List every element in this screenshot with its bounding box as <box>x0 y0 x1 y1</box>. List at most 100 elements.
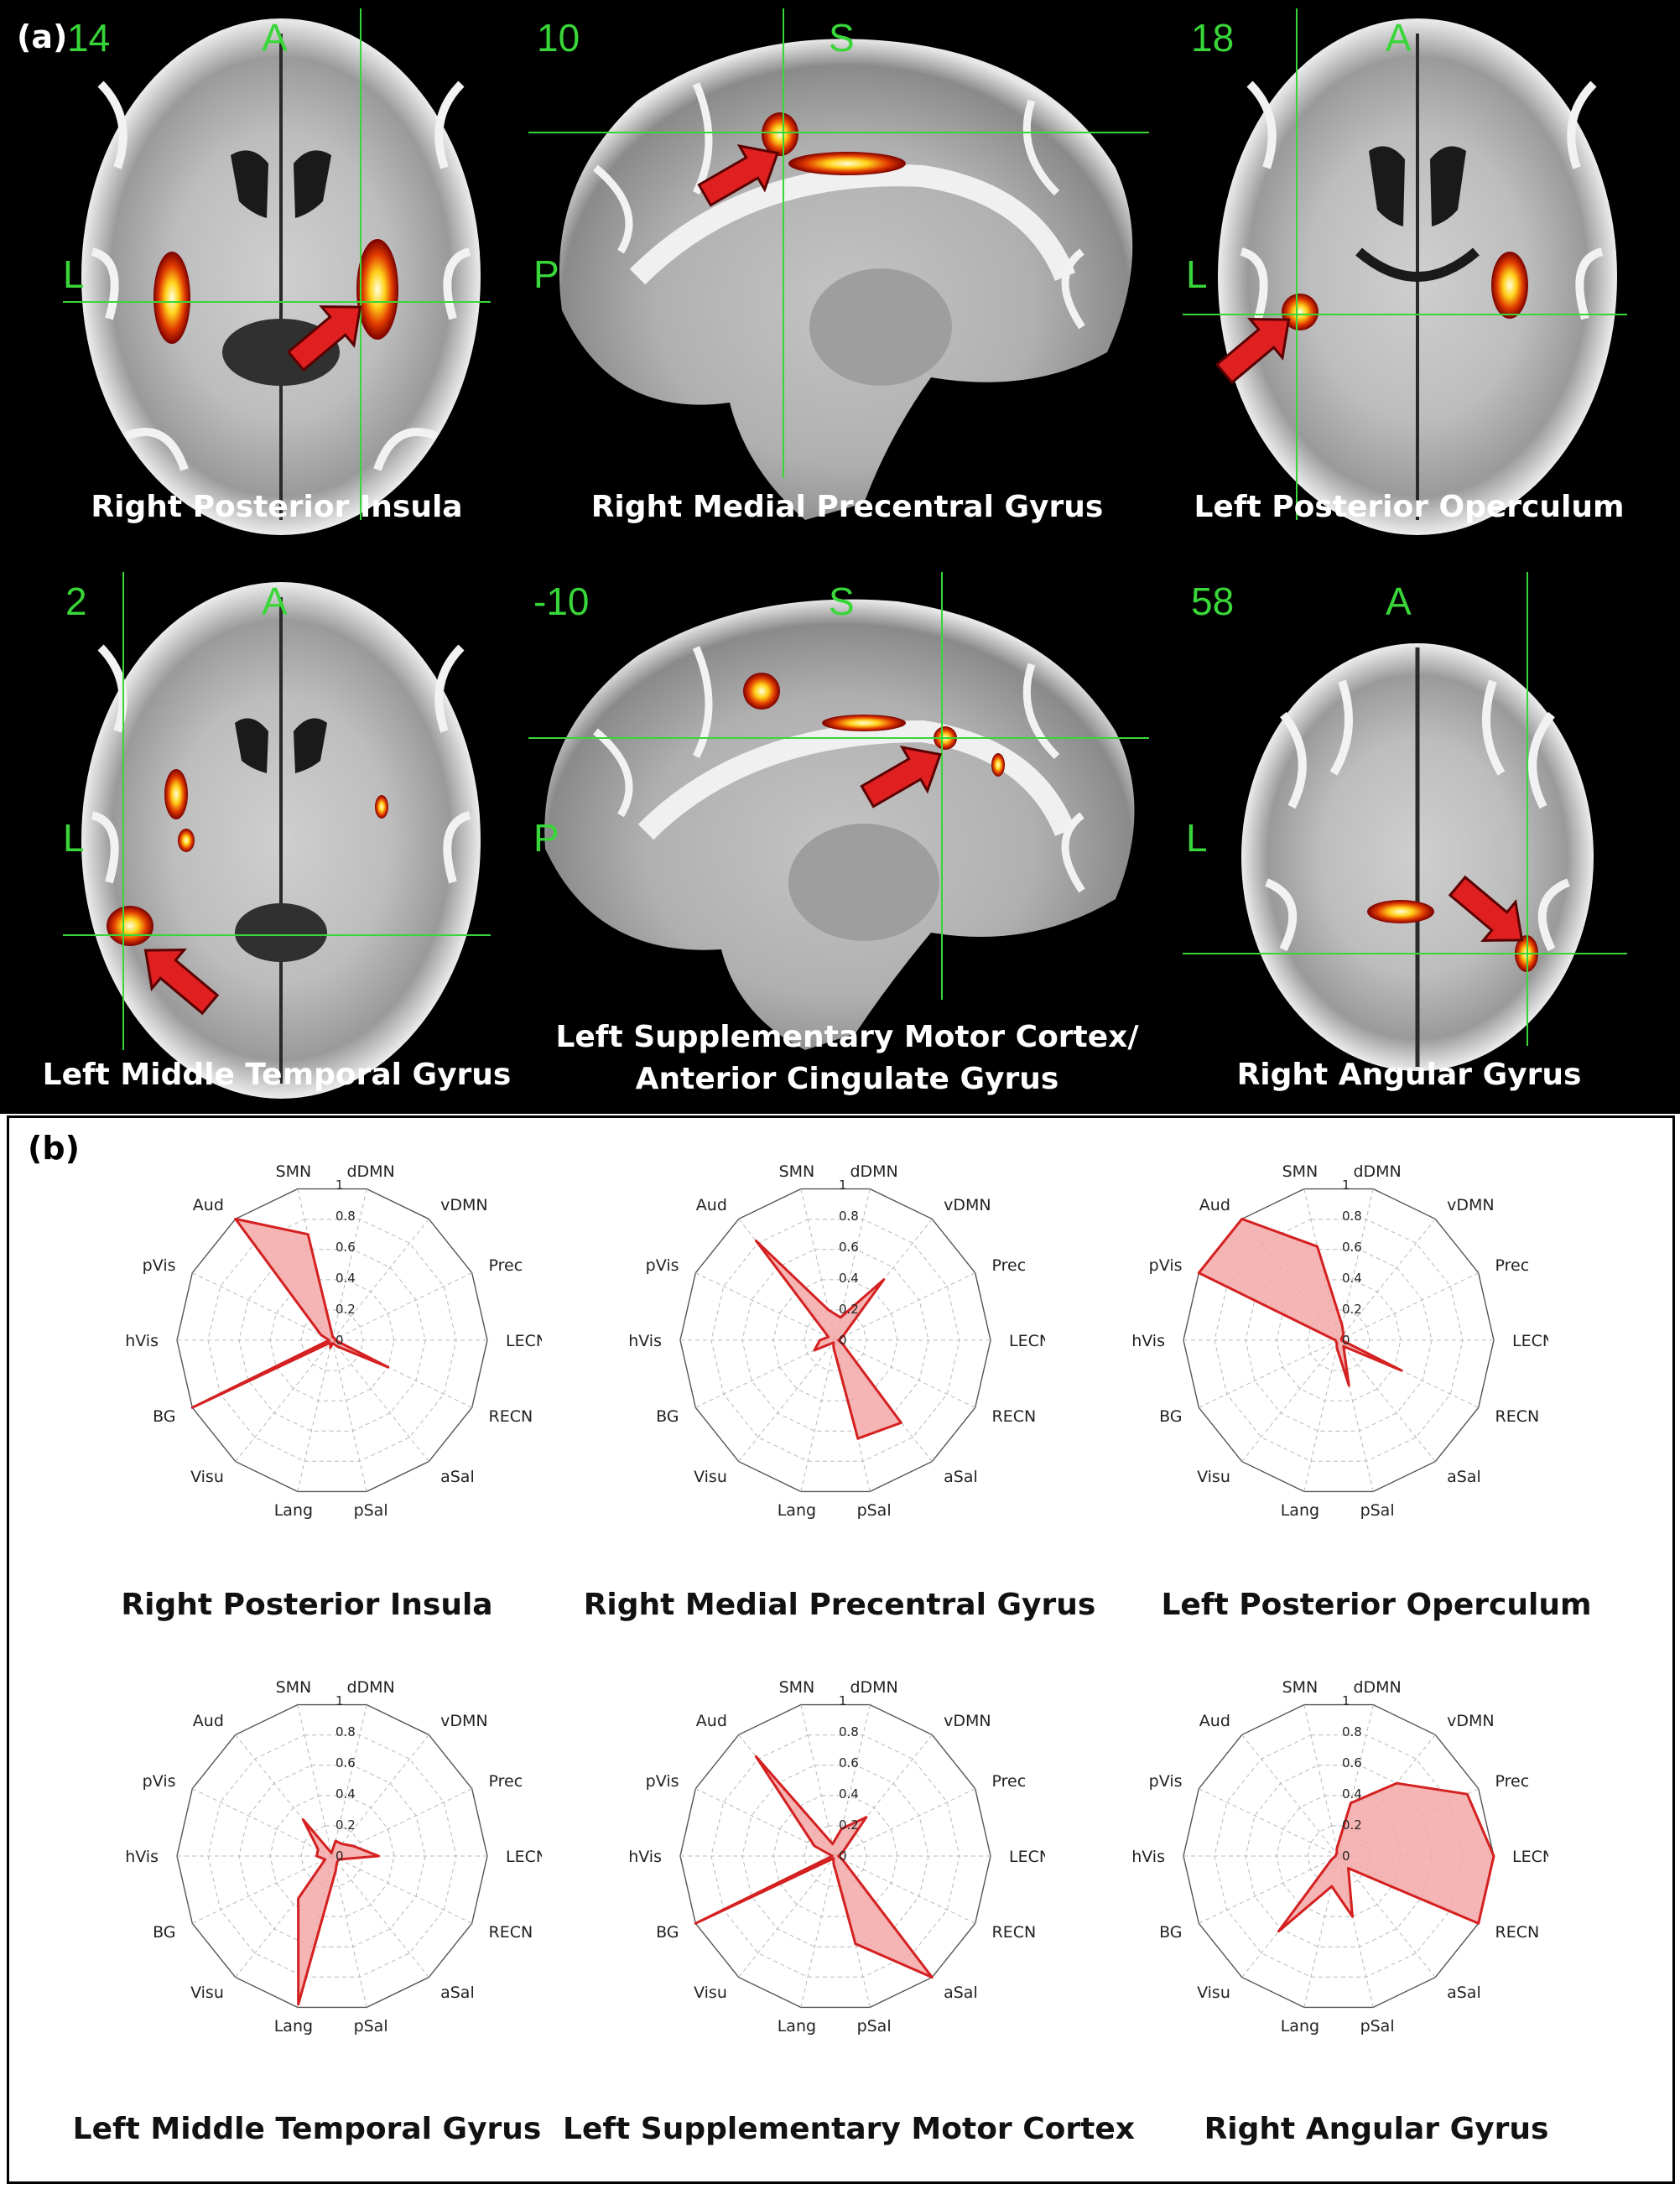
activation-blob <box>164 769 188 819</box>
radar-tick-label: 1 <box>1342 1178 1350 1193</box>
radar-series-polygon <box>1197 1217 1403 1387</box>
brain-tile-left-supplementary-motor-cortex: -10 S P Left Supplementary Motor Cortex/… <box>528 564 1166 1114</box>
radar-spoke <box>331 1788 472 1857</box>
radar-series-polygon <box>1277 1781 1495 1933</box>
red-arrow-icon <box>697 143 779 207</box>
radar-spoke <box>331 1188 367 1341</box>
radar-spoke <box>331 1272 472 1341</box>
radar-grid-ring <box>1183 1703 1495 2009</box>
radar-axis-label: Prec <box>489 1772 523 1791</box>
activation-blob <box>743 673 780 710</box>
slice-number: 14 <box>67 16 111 60</box>
radar-axis-label: BG <box>153 1407 175 1426</box>
radar-spoke <box>331 1339 429 1462</box>
radar-axis-label: pVis <box>646 1772 679 1791</box>
radar-axis-label: pVis <box>1149 1256 1183 1275</box>
radar-axis-label: RECN <box>992 1923 1037 1942</box>
radar-axis-label: aSal <box>1447 1984 1481 2002</box>
radar-tick-label: 0.8 <box>839 1209 859 1224</box>
radar-axis-label: Lang <box>1281 2017 1319 2036</box>
radar-axis-label: pVis <box>646 1256 679 1275</box>
radar-grid-ring <box>269 1795 395 1917</box>
radar-tick-label: 1 <box>839 1693 847 1708</box>
radar-series-polygon <box>297 1818 380 2006</box>
radar-tick-label: 0.8 <box>839 1724 859 1739</box>
brain-slice-image <box>63 8 491 535</box>
radar-tick-label: 0.6 <box>335 1755 356 1770</box>
radar-spoke <box>695 1272 836 1341</box>
radar-axis-label: Visu <box>694 1468 727 1486</box>
radar-axis-label: LECN <box>1009 1332 1045 1350</box>
activation-blob <box>153 252 190 344</box>
radar-axis-label: dDMN <box>850 1678 897 1697</box>
radar-spoke <box>297 1704 333 1857</box>
radar-axis-label: BG <box>1159 1407 1182 1426</box>
radar-spoke <box>695 1788 836 1857</box>
orientation-left-label: P <box>533 816 559 860</box>
radar-spoke <box>1338 1855 1436 1978</box>
brain-slice-image <box>63 572 491 1099</box>
radar-axis-label: vDMN <box>944 1196 991 1214</box>
radar-axis-label: aSal <box>944 1984 978 2002</box>
activation-blob <box>1367 900 1434 923</box>
orientation-left-label: P <box>533 252 559 296</box>
radar-axis-label: Lang <box>274 1501 313 1520</box>
radar-axis-label: BG <box>656 1923 679 1942</box>
slice-number: 18 <box>1191 16 1235 60</box>
radar-grid-ring <box>679 1188 991 1493</box>
radar-spoke <box>331 1219 429 1341</box>
radar-spoke <box>738 1339 836 1462</box>
radar-spoke <box>1241 1734 1339 1857</box>
radar-spoke <box>1338 1339 1436 1462</box>
tile-caption: Left Middle Temporal Gyrus <box>42 1058 512 1092</box>
radar-axis-label: pSal <box>354 2017 388 2036</box>
red-arrow-icon <box>143 949 220 1016</box>
red-arrow-icon <box>1214 318 1291 385</box>
radar-spoke <box>331 1339 367 1492</box>
radar-axis-label: hVis <box>1131 1848 1165 1866</box>
radar-axis-label: pSal <box>354 1501 388 1520</box>
radar-spoke <box>1199 1339 1339 1408</box>
chart-caption: Left Middle Temporal Gyrus <box>72 2112 542 2146</box>
radar-axis-label: Visu <box>1197 1468 1230 1486</box>
radar-tick-label: 1 <box>335 1178 344 1193</box>
radar-tick-label: 0.4 <box>1342 1271 1362 1286</box>
tile-caption: Left Posterior Operculum <box>1194 490 1625 524</box>
radar-axis-label: hVis <box>1131 1332 1165 1350</box>
radar-axis-label: dDMN <box>850 1162 897 1181</box>
radar-tick-label: 0.4 <box>335 1786 356 1802</box>
radar-axis-label: LECN <box>506 1332 542 1350</box>
radar-axis-label: SMN <box>276 1678 312 1697</box>
chart-caption: Left Supplementary Motor Cortex <box>563 2112 1135 2146</box>
radar-axis-label: aSal <box>440 1468 475 1486</box>
radar-axis-label: vDMN <box>944 1712 991 1730</box>
radar-spoke <box>835 1855 975 1924</box>
radar-spoke <box>1303 1339 1339 1492</box>
radar-spoke <box>192 1788 333 1857</box>
radar-axis-label: Aud <box>193 1712 224 1730</box>
radar-tick-label: 0.8 <box>1342 1724 1362 1739</box>
radar-series-polygon <box>694 1755 934 1979</box>
radar-grid-ring <box>1276 1279 1402 1401</box>
radar-spoke <box>1338 1219 1436 1341</box>
activation-blob <box>1491 252 1528 319</box>
tile-caption: Right Medial Precentral Gyrus <box>590 490 1104 524</box>
radar-spoke <box>1338 1188 1374 1341</box>
activation-blob <box>762 112 798 156</box>
panel-b-label: (b) <box>28 1130 80 1167</box>
radar-axis-label: LECN <box>506 1848 542 1866</box>
chart-caption: Left Posterior Operculum <box>1161 1588 1592 1622</box>
radar-axis-label: Lang <box>778 1501 816 1520</box>
radar-grid-ring <box>1183 1188 1495 1493</box>
radar-axis-label: Aud <box>696 1712 727 1730</box>
radar-tick-label: 0.2 <box>1342 1817 1362 1833</box>
radar-axis-label: dDMN <box>1353 1678 1401 1697</box>
radar-spoke <box>331 1855 472 1924</box>
radar-axis-label: SMN <box>1282 1162 1319 1181</box>
radar-tick-label: 0.6 <box>839 1240 859 1255</box>
